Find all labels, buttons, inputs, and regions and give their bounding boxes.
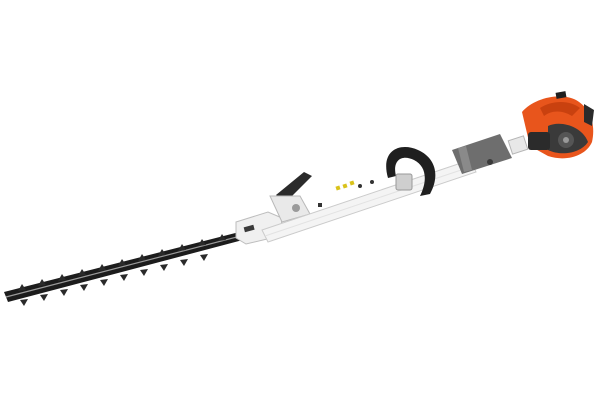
throttle-grip [452,134,529,174]
angle-lever-icon [269,172,322,223]
engine-icon [522,91,594,159]
cutter-blade-icon [4,228,258,306]
loop-handle-icon [386,147,436,196]
